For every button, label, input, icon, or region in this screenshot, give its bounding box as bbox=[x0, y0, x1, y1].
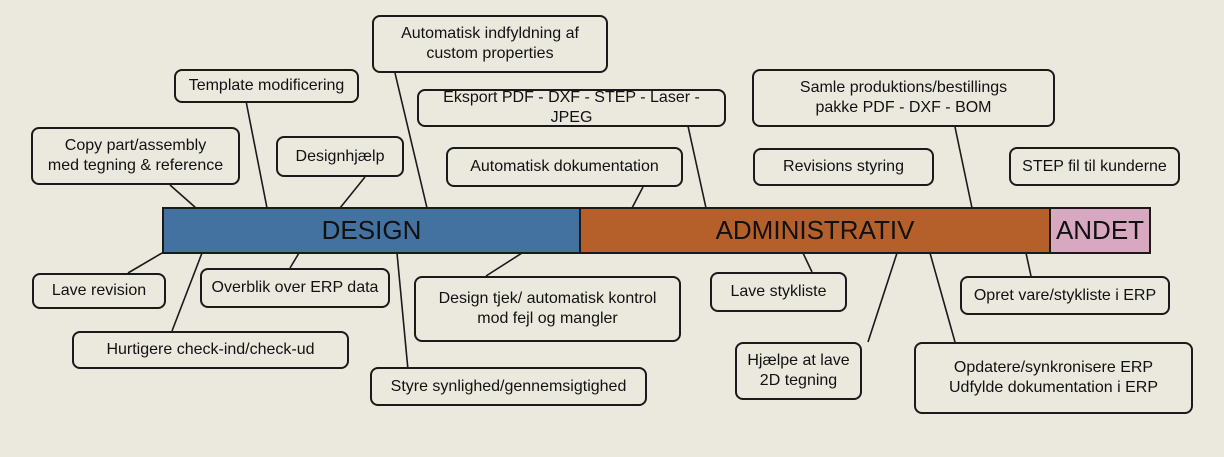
box-step-fil: STEP fil til kunderne bbox=[1009, 147, 1180, 186]
box-opret-vare: Opret vare/stykliste i ERP bbox=[960, 276, 1170, 315]
box-template-modificering: Template modificering bbox=[174, 69, 359, 103]
connector-overblik bbox=[289, 252, 300, 269]
connector-copy-part bbox=[169, 184, 197, 209]
connector-opdatere bbox=[929, 252, 956, 343]
segment-design: DESIGN bbox=[162, 207, 581, 254]
box-design-tjek: Design tjek/ automatisk kontrol mod fejl… bbox=[414, 276, 681, 342]
segment-andet: ANDET bbox=[1049, 207, 1151, 254]
box-hjaelpe-2d: Hjælpe at lave 2D tegning bbox=[735, 342, 862, 400]
box-automatisk-indfyldning: Automatisk indfyldning af custom propert… bbox=[372, 15, 608, 73]
connector-stykliste bbox=[802, 252, 813, 273]
connector-auto-dok bbox=[631, 186, 644, 209]
connector-samle bbox=[954, 126, 973, 209]
box-overblik-erp: Overblik over ERP data bbox=[200, 268, 390, 308]
box-lave-revision: Lave revision bbox=[32, 273, 166, 309]
connector-hjaelpe-2d bbox=[867, 252, 898, 343]
segment-administrativ: ADMINISTRATIV bbox=[579, 207, 1051, 254]
box-samle-produktion: Samle produktions/bestillings pakke PDF … bbox=[752, 69, 1055, 127]
connector-lave-revision bbox=[127, 252, 163, 274]
box-styre-synlighed: Styre synlighed/gennemsigtighed bbox=[370, 367, 647, 406]
box-copy-part: Copy part/assembly med tegning & referen… bbox=[31, 127, 240, 185]
connector-opret-vare bbox=[1025, 252, 1032, 277]
connector-eksport bbox=[687, 125, 707, 209]
connector-designhjaelp bbox=[339, 176, 366, 209]
box-opdatere-erp: Opdatere/synkronisere ERP Udfylde dokume… bbox=[914, 342, 1193, 414]
box-eksport: Eksport PDF - DXF - STEP - Laser - JPEG bbox=[417, 89, 726, 127]
connector-template bbox=[245, 100, 268, 209]
box-automatisk-dokumentation: Automatisk dokumentation bbox=[446, 147, 683, 187]
connector-auto-udfyldning bbox=[394, 72, 428, 209]
box-check-ind-ud: Hurtigere check-ind/check-ud bbox=[72, 331, 349, 369]
box-revisions-styring: Revisions styring bbox=[753, 148, 934, 186]
box-lave-stykliste: Lave stykliste bbox=[710, 272, 847, 312]
connector-design-tjek bbox=[485, 252, 523, 277]
box-designhjaelp: Designhjælp bbox=[276, 136, 404, 177]
connector-styre bbox=[396, 252, 409, 371]
connector-check-ind bbox=[171, 252, 203, 332]
